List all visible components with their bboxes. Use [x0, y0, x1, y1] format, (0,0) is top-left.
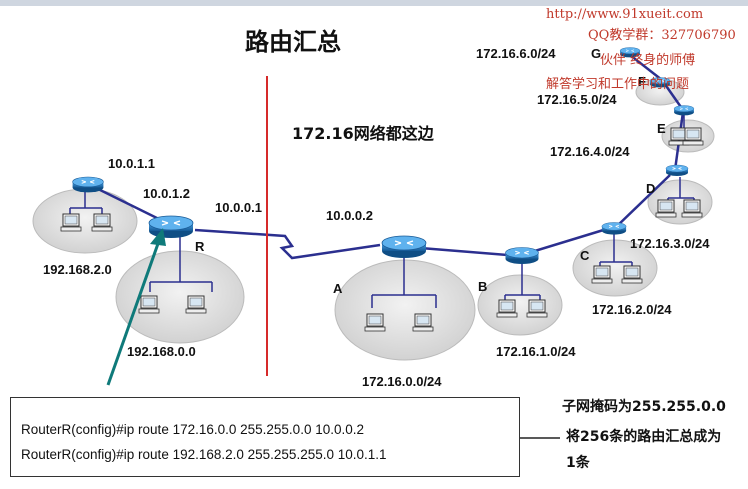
network-label: 172.16.1.0/24 — [496, 344, 576, 359]
pc-icon — [138, 295, 160, 314]
router-label-c: C — [580, 248, 590, 263]
pc-icon — [185, 295, 207, 314]
router-label-e: E — [657, 121, 666, 136]
pc-icon — [526, 299, 548, 318]
pc-icon — [591, 265, 613, 284]
network-label: 172.16.5.0/24 — [537, 92, 617, 107]
router-icon — [601, 222, 627, 235]
router-label-d: D — [646, 181, 656, 196]
command-box: RouterR(config)#ip route 172.16.0.0 255.… — [10, 397, 520, 477]
note-line: 将256条的路由汇总成为 — [566, 429, 722, 445]
lan-wiring — [69, 114, 695, 308]
watermark-url: http://www.91xueit.com — [546, 7, 704, 22]
pc-icon — [621, 265, 643, 284]
ip-label: 10.0.1.1 — [108, 156, 155, 171]
router-label-a: A — [333, 281, 343, 296]
router-icon — [504, 246, 540, 265]
watermark-line: 伙伴 终身的师傅 — [600, 53, 696, 68]
network-label: 172.16.6.0/24 — [476, 46, 556, 61]
pc-icon — [682, 127, 704, 146]
network-label: 172.16.0.0/24 — [362, 374, 442, 389]
router-label-g: G — [591, 46, 602, 61]
command-line: RouterR(config)#ip route 192.168.2.0 255… — [21, 447, 387, 462]
ip-label: 10.0.0.1 — [215, 200, 262, 215]
pc-icon — [364, 313, 386, 332]
router-icon — [381, 235, 427, 259]
subtitle: 172.16网络都这边 — [292, 124, 434, 143]
lan-cloud-172-16-1-0 — [477, 274, 563, 336]
watermark-qq: QQ教学群：327706790 — [588, 28, 736, 43]
pc-icon — [91, 213, 113, 232]
network-label: 192.168.2.0 — [43, 262, 112, 277]
pc-icon — [655, 199, 677, 218]
router-label-f: F — [638, 74, 646, 89]
network-label: 172.16.4.0/24 — [550, 144, 630, 159]
network-label: 192.168.0.0 — [127, 344, 196, 359]
pc-icon — [60, 213, 82, 232]
router-icon — [673, 105, 695, 116]
ip-label: 10.0.0.2 — [326, 208, 373, 223]
watermark-line: 解答学习和工作中的问题 — [546, 77, 690, 92]
pc-icon — [412, 313, 434, 332]
note-line: 1条 — [566, 455, 590, 471]
page-title: 路由汇总 — [245, 28, 341, 56]
lan-cloud-172-16-0-0 — [334, 259, 476, 361]
network-label: 172.16.3.0/24 — [630, 236, 710, 251]
router-icon — [665, 164, 689, 177]
ip-label: 10.0.1.2 — [143, 186, 190, 201]
router-label-r: R — [195, 239, 205, 254]
wan-links — [91, 54, 685, 260]
pc-icon — [681, 199, 703, 218]
window-top-bar — [0, 0, 748, 6]
network-label: 172.16.2.0/24 — [592, 302, 672, 317]
command-line: RouterR(config)#ip route 172.16.0.0 255.… — [21, 422, 364, 437]
note-line: 子网掩码为255.255.0.0 — [562, 399, 726, 415]
router-label-b: B — [478, 279, 488, 294]
pc-icon — [496, 299, 518, 318]
router-icon — [148, 215, 194, 239]
arrow-icon — [106, 228, 166, 386]
router-icon — [72, 176, 104, 193]
